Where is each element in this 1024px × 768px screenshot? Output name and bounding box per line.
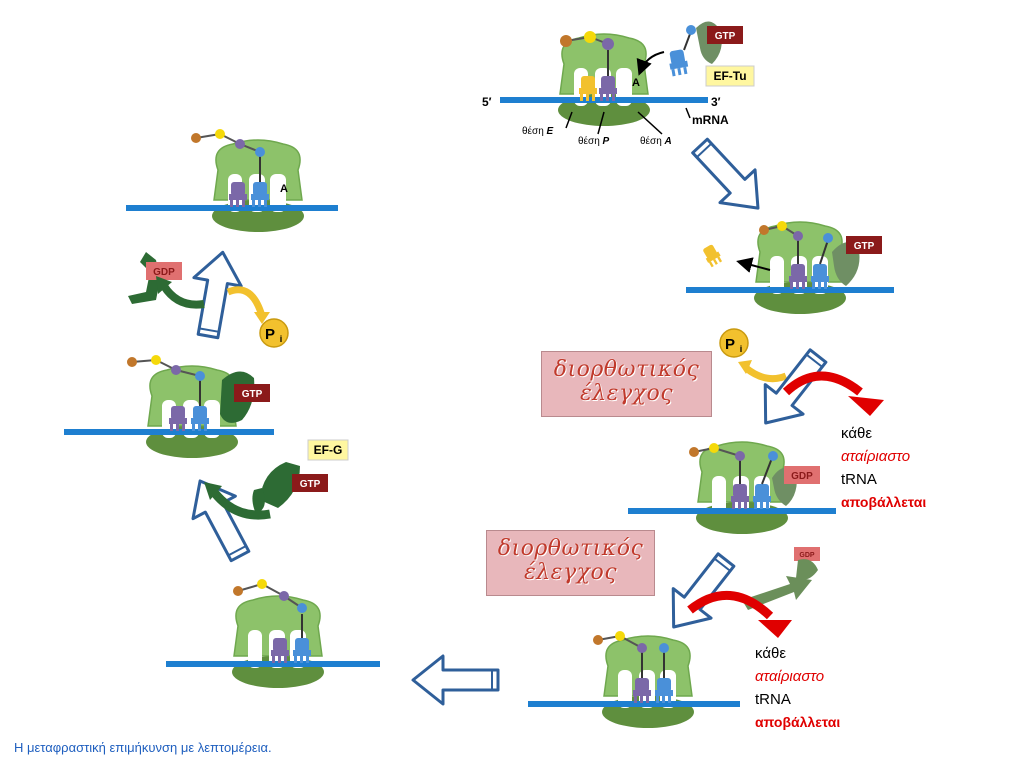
gdp-release: GDP: [742, 547, 820, 610]
reject-arrow-2: [687, 591, 774, 620]
trna-purple: [599, 76, 617, 101]
reject-arrow-1-head: [848, 396, 884, 416]
trna-purple: [731, 484, 749, 509]
svg-text:GTP: GTP: [242, 389, 263, 400]
binding-arrow: [636, 51, 665, 76]
svg-text:GTP: GTP: [715, 31, 736, 42]
trna-blue: [655, 678, 673, 703]
svg-text:GDP: GDP: [791, 471, 813, 482]
trna-blue: [753, 484, 771, 509]
step-arrow-1: [680, 128, 778, 227]
reject-note-2: κάθε αταίριαστο tRNA αποβάλλεται: [755, 645, 841, 730]
proofreading-line2: έλεγχος: [579, 381, 674, 406]
gdp-box-left: [146, 262, 182, 280]
amino-acid: [560, 35, 572, 47]
ef-g-complex: GTP EF-G: [204, 439, 349, 520]
incoming-trna: [667, 48, 690, 77]
trna-blue: [293, 638, 311, 663]
svg-text:GDP: GDP: [153, 267, 175, 278]
gtp-box-right: [846, 236, 882, 254]
stage-4-ribosome: [528, 631, 740, 729]
gdp-release-left: GDP P i: [128, 252, 289, 348]
ejected-trna: [703, 244, 723, 268]
trna-blue: [811, 264, 829, 289]
site-e-label: θέση E: [522, 125, 554, 137]
stage-6-ribosome: GTP: [64, 355, 274, 459]
trna-blue: [191, 406, 209, 431]
stage-1-ribosome: A 5′ 3′ mRNA θέση E θέση P θέση A GTP EF…: [482, 21, 755, 147]
five-prime-label: 5′: [482, 95, 492, 109]
slide-caption: Η μεταφραστική επιμήκυνση με λεπτομέρεια…: [14, 740, 272, 755]
reject-note-1: κάθε αταίριαστο tRNA αποβάλλεται: [841, 425, 927, 510]
reject-arrow-2-head: [758, 620, 792, 638]
three-prime-label: 3′: [711, 95, 721, 109]
svg-text:GDP: GDP: [799, 552, 815, 559]
svg-text:GTP: GTP: [854, 241, 875, 252]
a-site-letter: A: [632, 77, 640, 89]
trna-yellow: [579, 76, 597, 101]
stage-2-ribosome: GTP: [686, 221, 894, 315]
site-p-label: θέση P: [578, 135, 610, 147]
trna-purple: [169, 406, 187, 431]
svg-text:P: P: [725, 336, 735, 353]
proofreading-line1: διορθωτικός: [553, 357, 700, 382]
step-arrow-6: [182, 246, 248, 342]
proofreading-box-2: διορθωτικός έλεγχος: [486, 530, 655, 596]
svg-text:i: i: [740, 344, 743, 354]
trna-purple: [229, 182, 247, 207]
proofreading-line1: διορθωτικός: [497, 536, 644, 561]
gtp-box-top: [707, 26, 743, 44]
amino-acid: [584, 31, 596, 43]
reject-arrow-1: [782, 371, 863, 396]
a-site-letter: A: [280, 183, 288, 195]
trna-purple: [789, 264, 807, 289]
gtp-box-efg: [292, 474, 328, 492]
stage-5-ribosome: [166, 579, 380, 689]
proofreading-box-1: διορθωτικός έλεγχος: [541, 351, 712, 417]
mrna-label: mRNA: [692, 113, 729, 127]
stage-7-ribosome: A: [126, 129, 338, 233]
trna-purple: [633, 678, 651, 703]
svg-text:P: P: [265, 326, 275, 343]
site-a-label: θέση A: [640, 135, 672, 147]
stage-3-ribosome: GDP: [628, 441, 836, 535]
trna-purple: [271, 638, 289, 663]
proofreading-line2: έλεγχος: [523, 560, 618, 585]
gdp-box-right: [784, 466, 820, 484]
step-arrow-4: [411, 654, 500, 706]
amino-acid: [602, 38, 614, 50]
pi-release-right: P i: [719, 328, 788, 383]
ef-g-box: [307, 439, 349, 461]
ef-tu-box: [705, 65, 755, 87]
trna-blue: [251, 182, 269, 207]
svg-text:i: i: [280, 334, 283, 344]
svg-text:EF-G: EF-G: [314, 443, 343, 457]
svg-text:EF-Tu: EF-Tu: [713, 69, 746, 83]
svg-text:GTP: GTP: [300, 479, 321, 490]
gtp-box-left: [234, 384, 270, 402]
